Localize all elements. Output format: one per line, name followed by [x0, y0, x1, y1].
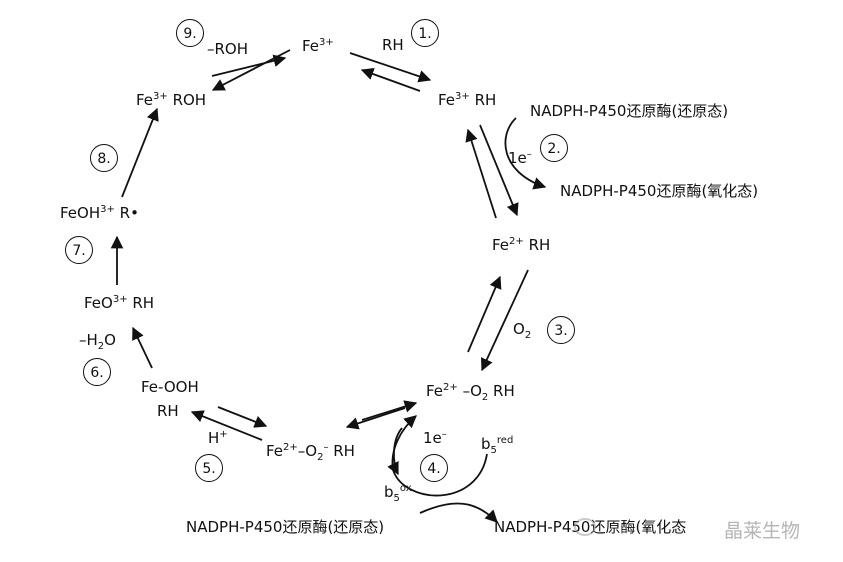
arrow-step1-reverse	[360, 67, 421, 92]
step-marker-8: 8.	[90, 144, 118, 172]
enzyme-reduced-top: NADPH-P450还原酶(还原态)	[530, 102, 729, 120]
watermark: 晶莱生物	[724, 520, 801, 542]
step-marker-9: 9.	[176, 19, 204, 47]
wechat-icon	[574, 518, 596, 536]
arrow-step9-reverse	[211, 54, 287, 77]
species-fe3-roh: Fe3+ ROH	[136, 91, 207, 109]
species-fe2-rh: Fe2+ RH	[492, 236, 551, 254]
arrow-step5-forward	[190, 410, 263, 441]
species-feoh3-radical: FeOH3+ R•	[60, 204, 139, 222]
enzyme-oxidized-top: NADPH-P450还原酶(氧化态)	[560, 182, 759, 200]
species-feo3-rh: FeO3+ RH	[84, 294, 155, 312]
species-fe3: Fe3+	[302, 37, 334, 55]
species-fe2-superoxide-rh: Fe2+–O2– RH	[266, 442, 355, 463]
arrow-step4-forward	[345, 407, 406, 430]
arrow-enzyme-top	[504, 117, 547, 190]
reagent-b5-red: b5red	[481, 435, 514, 456]
step-marker-7: 7.	[65, 236, 93, 264]
arrow-step6	[132, 326, 153, 369]
species-fe3-rh: Fe3+ RH	[438, 91, 497, 109]
step-marker-1: 1.	[411, 19, 439, 47]
arrow-step3-forward	[481, 269, 529, 372]
arrow-step2-reverse	[465, 128, 497, 219]
reagent-o2: O2	[513, 320, 532, 341]
reagent-minus-roh: –ROH	[207, 40, 249, 58]
reagent-electron-top: 1e–	[508, 149, 532, 167]
arrow-step1-forward	[349, 52, 432, 83]
arrow-step8	[121, 107, 159, 198]
step-marker-3: 3.	[547, 316, 575, 344]
reagent-h-plus: H+	[208, 429, 228, 447]
step-marker-2: 2.	[540, 134, 568, 162]
arrow-enzyme-bottom	[419, 502, 498, 523]
step-marker-4: 4.	[420, 454, 448, 482]
arrow-b5-loop	[391, 415, 488, 497]
arrow-step3-reverse	[467, 275, 502, 353]
reagent-minus-h2o: –H2O	[79, 331, 116, 352]
arrow-step2-forward	[479, 124, 519, 217]
arrow-b5-left	[387, 427, 403, 476]
species-fe-ooh: Fe-OOH	[141, 378, 199, 396]
reagent-b5-ox: b5ox	[384, 483, 412, 504]
arrow-step5-reverse	[217, 406, 268, 428]
enzyme-reduced-bottom: NADPH-P450还原酶(还原态)	[186, 518, 385, 536]
reagent-rh: RH	[382, 36, 404, 54]
reagent-electron-bottom: 1e–	[423, 429, 447, 447]
step-marker-5: 5.	[195, 454, 223, 482]
species-fe-ooh-rh: RH	[157, 402, 179, 420]
arrow-step4-reverse	[361, 400, 418, 421]
species-fe2-o2-rh: Fe2+ –O2 RH	[426, 382, 515, 403]
step-marker-6: 6.	[83, 358, 111, 386]
